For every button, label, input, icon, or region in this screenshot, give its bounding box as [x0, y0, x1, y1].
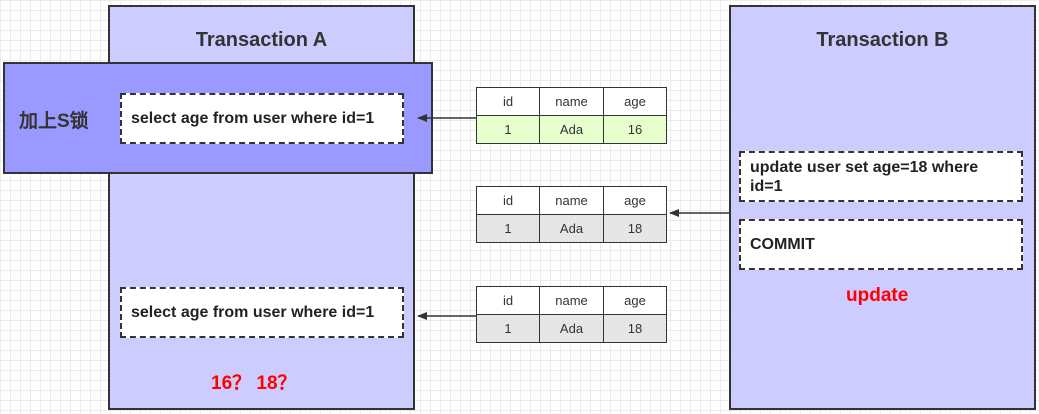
header-cell: age: [603, 186, 667, 215]
user-table-initial: id name age 1 Ada 16: [476, 87, 667, 144]
transaction-b-title: Transaction B: [816, 29, 949, 51]
header-cell: name: [539, 87, 604, 116]
table-header-row: id name age: [476, 286, 667, 315]
table-row: 1 Ada 18: [476, 214, 667, 243]
table-cell: 1: [476, 115, 540, 144]
table-row: 1 Ada 16: [476, 115, 667, 144]
table-row: 1 Ada 18: [476, 314, 667, 343]
header-cell: name: [539, 186, 604, 215]
first-select-text: select age from user where id=1: [131, 110, 375, 127]
table-header-row: id name age: [476, 186, 667, 215]
table-cell: 18: [603, 314, 667, 343]
user-table-reread: id name age 1 Ada 18: [476, 286, 667, 343]
user-table-updated: id name age 1 Ada 18: [476, 186, 667, 243]
table-cell: 16: [603, 115, 667, 144]
transaction-b-lane: Transaction B: [729, 5, 1036, 410]
table-header-row: id name age: [476, 87, 667, 116]
header-cell: age: [603, 286, 667, 315]
header-cell: name: [539, 286, 604, 315]
transaction-a-title: Transaction A: [195, 29, 328, 51]
second-select-statement: select age from user where id=1: [120, 287, 404, 338]
table-cell: Ada: [539, 214, 604, 243]
shared-lock-label: 加上S锁: [19, 111, 89, 132]
header-cell: age: [603, 87, 667, 116]
update-label: update: [846, 285, 909, 306]
table-cell: Ada: [539, 115, 604, 144]
update-statement: update user set age=18 where id=1: [739, 151, 1023, 202]
table-cell: 18: [603, 214, 667, 243]
first-select-statement: select age from user where id=1: [120, 93, 404, 144]
second-select-text: select age from user where id=1: [131, 304, 375, 321]
header-cell: id: [476, 286, 540, 315]
commit-statement: COMMIT: [739, 219, 1023, 270]
update-statement-text: update user set age=18 where id=1: [750, 158, 979, 195]
header-cell: id: [476, 186, 540, 215]
result-question-label: 16？ 18？: [211, 373, 297, 394]
table-cell: 1: [476, 214, 540, 243]
commit-statement-text: COMMIT: [750, 236, 815, 253]
table-cell: 1: [476, 314, 540, 343]
